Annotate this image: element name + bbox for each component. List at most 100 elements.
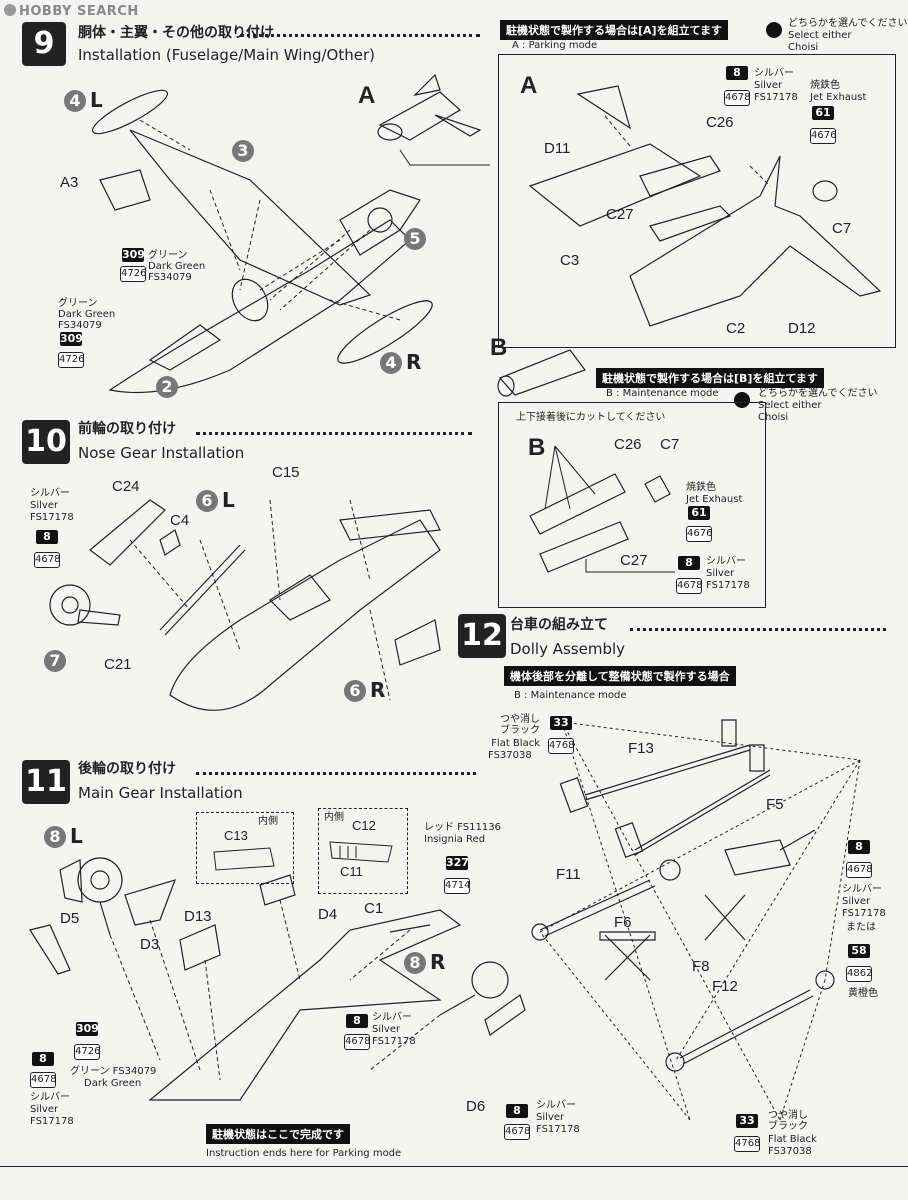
paint-code: 4726 <box>74 1044 100 1060</box>
option-b-tail-part <box>490 340 600 400</box>
part-c21: C21 <box>104 656 132 673</box>
option-b-note: 上下接着後にカットしてください <box>516 412 666 423</box>
inset-c13 <box>196 812 294 884</box>
step-10-title-en: Nose Gear Installation <box>78 444 245 462</box>
step-11-title-jp: 後輪の取り付け <box>78 761 176 777</box>
option-b-letter: B <box>528 434 546 461</box>
dolly-diagram <box>500 700 900 1160</box>
paint-code: 4678 <box>344 1034 370 1050</box>
part-c26: C26 <box>614 436 642 453</box>
label-option-a: A <box>358 82 376 109</box>
paint-code: 4678 <box>846 862 872 878</box>
part-c26: C26 <box>706 114 734 131</box>
inset-label: 内側 <box>324 812 344 823</box>
option-a-header: 駐機状態で製作する場合は[A]を組立てます <box>500 20 729 40</box>
paint-jp: シルバー <box>754 68 794 79</box>
part-c27: C27 <box>606 206 634 223</box>
part-f13: F13 <box>628 740 654 757</box>
paint-number: 309 <box>60 332 83 346</box>
paint-en: Jet Exhaust <box>810 92 867 103</box>
paint-jp: つや消し ブラック <box>500 714 540 736</box>
logo-icon <box>4 4 16 16</box>
divider <box>196 432 472 435</box>
option-a-subtitle: A : Parking mode <box>512 40 598 51</box>
part-c27: C27 <box>620 552 648 569</box>
choose-icon <box>734 392 750 408</box>
option-a-box <box>498 54 896 348</box>
part-4l-side: L <box>90 88 103 112</box>
divider <box>196 772 476 775</box>
paint-en: Flat Black <box>491 738 540 749</box>
option-a-letter: A <box>520 72 538 99</box>
step-10-number: 10 <box>22 420 70 464</box>
step-11-title-en: Main Gear Installation <box>78 784 243 802</box>
paint-or: または <box>846 922 876 933</box>
choose-en2: Choisi <box>788 42 819 53</box>
paint-fs: FS17178 <box>372 1036 416 1047</box>
paint-jp: 焼鉄色 <box>686 482 716 493</box>
paint-number: 33 <box>550 716 572 730</box>
paint-code: 4726 <box>58 352 84 368</box>
divider <box>240 34 480 37</box>
option-b-top-letter: B <box>490 334 508 361</box>
paint-number: 8 <box>848 840 870 854</box>
part-f12: F12 <box>712 978 738 995</box>
step-12-number: 12 <box>458 614 506 658</box>
step-9-number: 9 <box>22 22 66 66</box>
part-4r-side: R <box>406 350 422 374</box>
option-b-subtitle: B : Maintenance mode <box>606 388 719 399</box>
paint-jp: シルバー <box>30 1092 70 1103</box>
part-d4: D4 <box>318 906 338 923</box>
step-12-title-en: Dolly Assembly <box>510 640 626 658</box>
choose-en: Select either <box>758 400 822 411</box>
paint-en: Silver <box>30 500 59 511</box>
step-12-subtitle: B : Maintenance mode <box>514 690 627 701</box>
paint-fs: FS17178 <box>30 512 74 523</box>
paint-number: 309 <box>76 1022 99 1036</box>
paint-jp: シルバー <box>536 1100 576 1111</box>
choose-en: Select either <box>788 30 852 41</box>
part-8r-side: R <box>430 950 446 974</box>
paint-en: Silver <box>706 568 735 579</box>
parking-end-note-en: Instruction ends here for Parking mode <box>206 1148 402 1159</box>
paint-en: Insignia Red <box>424 834 486 845</box>
part-c3: C3 <box>560 252 580 269</box>
part-7-circle: 7 <box>44 650 66 672</box>
paint-code: 4768 <box>548 738 574 754</box>
paint-jp: 焼鉄色 <box>810 80 840 91</box>
paint-en: Dark Green <box>84 1078 142 1089</box>
step-9-title-jp: 胴体・主翼・その他の取り付け <box>78 25 274 41</box>
paint-fs: FS37038 <box>488 750 532 761</box>
part-d13: D13 <box>184 908 212 925</box>
watermark: HOBBY SEARCH <box>4 4 139 19</box>
step-9-title-en: Installation (Fuselage/Main Wing/Other) <box>78 46 375 64</box>
part-c7: C7 <box>660 436 680 453</box>
paint-en: Silver <box>30 1104 59 1115</box>
paint-number: 327 <box>446 856 469 870</box>
paint-code: 4726 <box>120 266 146 282</box>
part-4r-circle: 4 <box>380 352 402 374</box>
part-c13: C13 <box>224 828 248 843</box>
step-11-number: 11 <box>22 760 70 804</box>
part-d6: D6 <box>466 1098 486 1115</box>
paint-en: Jet Exhaust <box>686 494 743 505</box>
paint-code: 4678 <box>34 552 60 568</box>
paint-number: 8 <box>346 1014 368 1028</box>
paint-code: 4678 <box>30 1072 56 1088</box>
part-d12: D12 <box>788 320 816 337</box>
paint-fs: FS17178 <box>754 92 798 103</box>
paint-jp: つや消し ブラック <box>768 1110 808 1132</box>
part-f11: F11 <box>556 866 581 883</box>
part-c4: C4 <box>170 512 190 529</box>
part-d3: D3 <box>140 936 160 953</box>
paint-fs: FS17178 <box>706 580 750 591</box>
option-b-diagram <box>500 404 762 604</box>
paint-code: 4676 <box>810 128 836 144</box>
paint-number: 8 <box>32 1052 54 1066</box>
choose-icon <box>766 22 782 38</box>
parking-end-note: 駐機状態はここで完成です <box>206 1124 350 1144</box>
part-c12: C12 <box>352 818 376 833</box>
choose-en2: Choisi <box>758 412 789 423</box>
part-d11: D11 <box>544 140 571 157</box>
part-f6: F6 <box>614 914 632 931</box>
